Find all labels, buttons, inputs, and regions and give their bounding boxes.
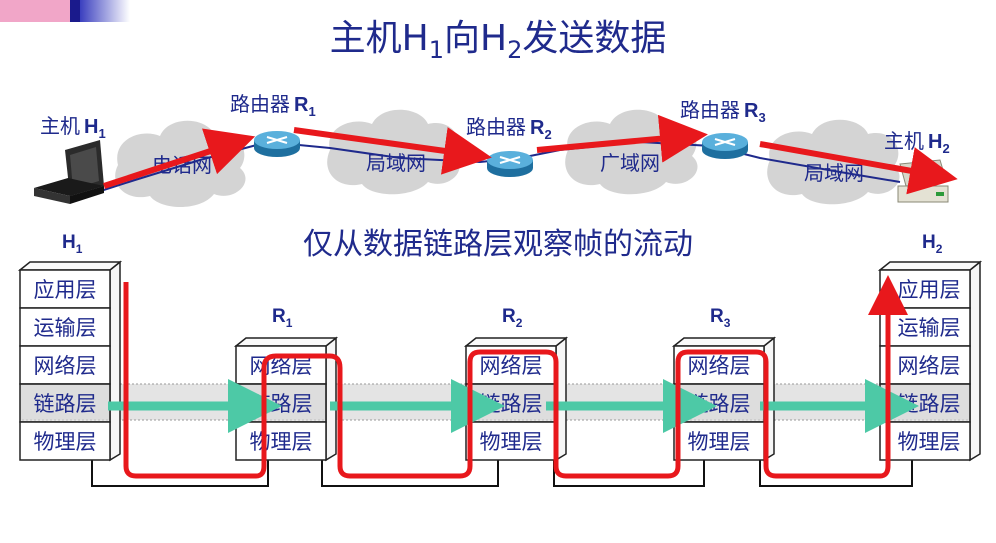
- laptop-icon: [34, 140, 104, 204]
- svg-text:物理层: 物理层: [480, 430, 543, 454]
- svg-text:R2: R2: [502, 306, 523, 330]
- svg-text:H2: H2: [922, 232, 943, 256]
- cloud-label: 局域网: [804, 161, 864, 185]
- svg-text:链路层: 链路层: [688, 392, 751, 416]
- svg-text:网络层: 网络层: [688, 354, 751, 378]
- svg-text:网络层: 网络层: [898, 354, 961, 378]
- svg-text:R1: R1: [272, 306, 293, 330]
- page-title: 主机H1向H2发送数据: [330, 18, 667, 64]
- corner-decoration: [0, 0, 130, 22]
- svg-text:网络层: 网络层: [34, 354, 97, 378]
- physical-wires: [91, 460, 913, 487]
- svg-text:网络层: 网络层: [480, 354, 543, 378]
- svg-text:运输层: 运输层: [34, 316, 97, 340]
- router3-layer-labels: 网络层 链路层 物理层: [688, 354, 751, 454]
- svg-text:应用层: 应用层: [34, 278, 97, 302]
- host1-layer-labels: 应用层 运输层 网络层 链路层 物理层: [34, 278, 97, 454]
- network-flow-arrows: [103, 114, 958, 195]
- svg-text:物理层: 物理层: [898, 430, 961, 454]
- host2-layer-labels: 应用层 运输层 网络层 链路层 物理层: [898, 278, 961, 454]
- svg-text:应用层: 应用层: [898, 278, 961, 302]
- svg-text:物理层: 物理层: [688, 430, 751, 454]
- subtitle: 仅从数据链路层观察帧的流动: [303, 227, 693, 262]
- svg-text:H1: H1: [62, 232, 83, 256]
- svg-text:物理层: 物理层: [250, 430, 313, 454]
- router1-layer-labels: 网络层 链路层 物理层: [250, 354, 313, 454]
- router-icon: [702, 133, 748, 159]
- cloud-label: 广域网: [600, 151, 660, 175]
- svg-text:运输层: 运输层: [898, 316, 961, 340]
- desktop-icon: [897, 159, 949, 203]
- svg-text:链路层: 链路层: [250, 392, 313, 416]
- svg-text:链路层: 链路层: [898, 392, 961, 416]
- packet-path: [123, 275, 908, 479]
- svg-text:链路层: 链路层: [34, 392, 97, 416]
- router2-layer-labels: 网络层 链路层 物理层: [480, 354, 543, 454]
- router-icon: [254, 131, 300, 157]
- host1-stack: [17, 260, 123, 462]
- cloud-wan: 广域网: [565, 109, 698, 195]
- svg-text:R3: R3: [710, 306, 731, 330]
- stack-labels: H1 R1 R2 R3 H2: [62, 232, 943, 330]
- router-icon: [487, 151, 533, 177]
- svg-text:物理层: 物理层: [34, 430, 97, 454]
- svg-text:链路层: 链路层: [480, 392, 543, 416]
- cloud-lan-2: 局域网: [767, 119, 900, 205]
